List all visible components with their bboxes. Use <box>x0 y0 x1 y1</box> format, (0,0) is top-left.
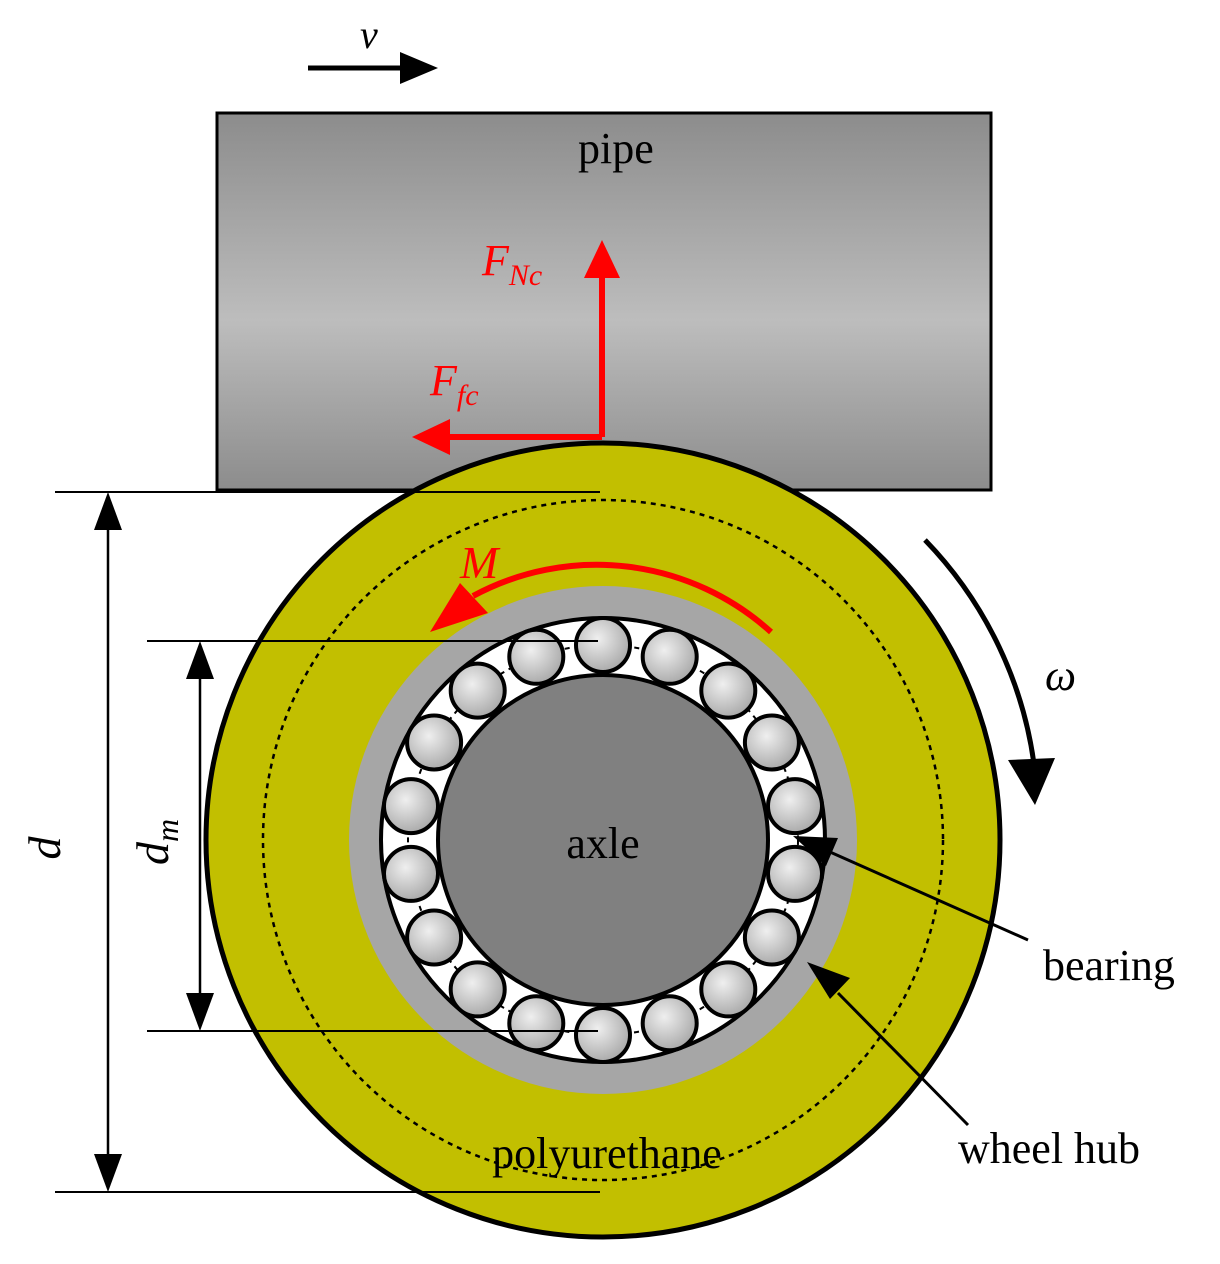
outer-diameter-dimension <box>55 491 600 1193</box>
bearing-ball <box>699 960 758 1019</box>
moment-arrow <box>430 561 774 635</box>
bearing-ball <box>766 777 824 836</box>
angular-velocity-label: ω <box>1045 651 1076 700</box>
bearing-ball <box>699 661 758 720</box>
bearing-ball <box>382 844 440 903</box>
tire-dashed-circle <box>261 498 945 1182</box>
bearing-label: bearing <box>1043 941 1175 990</box>
normal-force-arrow <box>584 240 620 437</box>
axle-label: axle <box>566 819 639 868</box>
normal-force-label: FNc <box>481 236 542 292</box>
pipe-label: pipe <box>578 124 654 173</box>
velocity-label: v <box>360 12 378 57</box>
friction-force-label: Ffc <box>429 356 479 412</box>
outer-diameter-label: d <box>19 836 70 860</box>
pitch-diameter-dimension <box>147 640 598 1032</box>
bearing-ball <box>448 960 507 1019</box>
wheel-hub-label: wheel hub <box>958 1124 1140 1173</box>
wheel-hub-leader-arrow <box>807 962 970 1127</box>
bearing-ball <box>405 713 464 772</box>
bearing-ball <box>448 661 507 720</box>
bearing-ball <box>574 616 632 674</box>
velocity-arrow <box>308 52 438 84</box>
bearing-ball <box>382 777 440 836</box>
pitch-diameter-label: dm <box>127 819 185 865</box>
bearing-balls <box>382 616 824 1064</box>
bearing-ball <box>742 713 801 772</box>
moment-label: M <box>459 537 501 588</box>
bearing-ball <box>640 627 699 686</box>
bearing-ball <box>766 844 824 903</box>
bearing-leader-arrow <box>793 836 1029 942</box>
bearing-ball <box>574 1006 632 1064</box>
bearing-ball <box>742 908 801 967</box>
bearing-ball <box>507 994 566 1053</box>
bearing-ball <box>507 627 566 686</box>
axle-disk <box>436 673 770 1007</box>
bearing-ball <box>640 994 699 1053</box>
friction-force-arrow <box>412 419 602 455</box>
bearing-ball <box>405 908 464 967</box>
angular-velocity-arrow <box>923 538 1055 805</box>
polyurethane-label: polyurethane <box>492 1129 722 1178</box>
